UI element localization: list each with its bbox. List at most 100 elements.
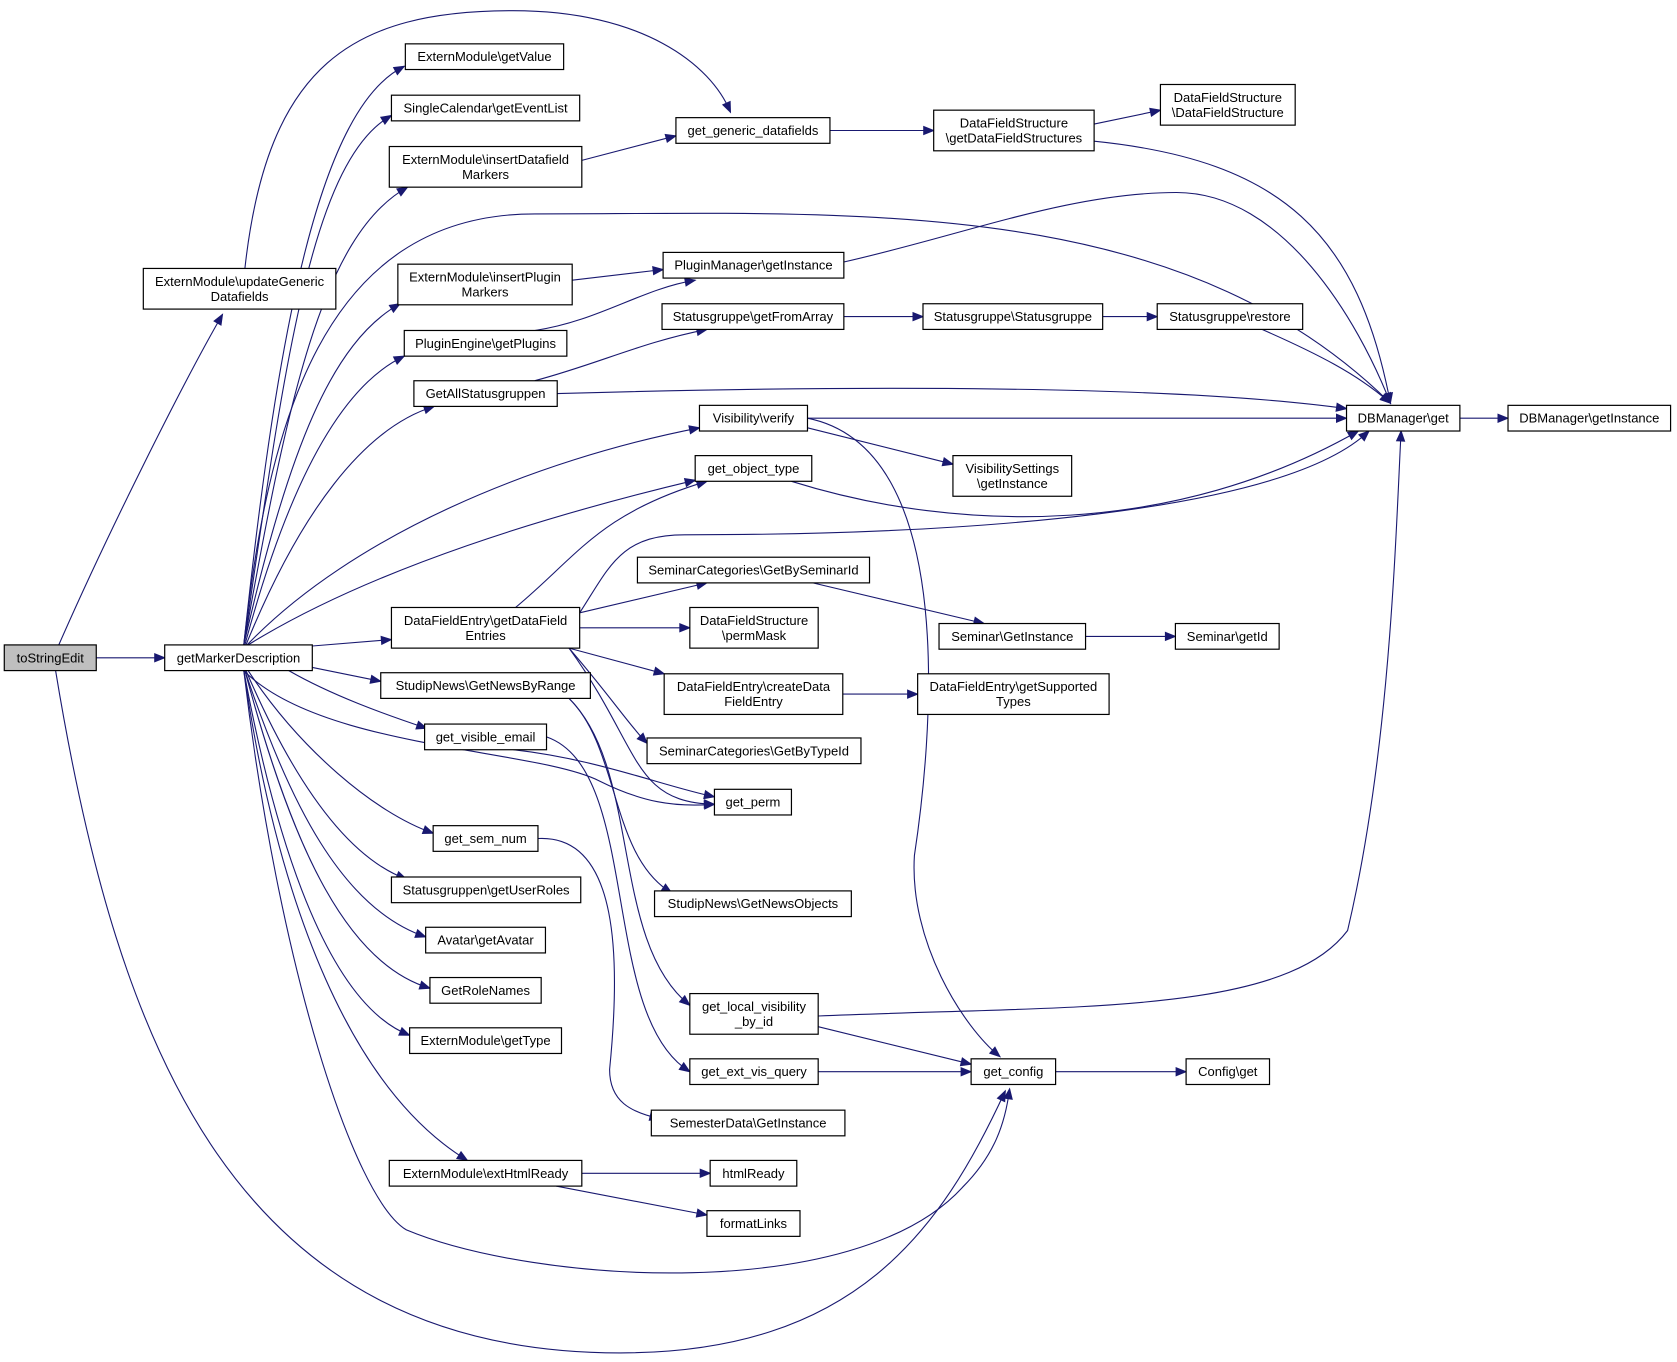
node-box — [689, 1058, 819, 1086]
node-box — [404, 43, 565, 71]
node-box — [1345, 404, 1461, 432]
node-toStringEdit[interactable]: toStringEdit — [3, 644, 97, 672]
node-box — [413, 380, 558, 408]
node-Seminar_getId[interactable]: Seminar\getId — [1174, 622, 1280, 650]
node-GetNewsByRange[interactable]: StudipNews\GetNewsByRange — [380, 672, 591, 699]
node-GetRoleNames[interactable]: GetRoleNames — [429, 976, 542, 1004]
node-label: formatLinks — [720, 1216, 788, 1231]
node-label: SeminarCategories\GetByTypeId — [659, 743, 849, 758]
edge-arrowhead — [421, 825, 435, 835]
edge-getMarkerDescription-to-insertPlugin — [243, 303, 402, 646]
node-box — [706, 1210, 801, 1237]
edge-line — [243, 212, 1391, 645]
node-VS_getInstance[interactable]: VisibilitySettings\getInstance — [952, 455, 1073, 497]
node-DBManager_getInstance[interactable]: DBManager\getInstance — [1507, 404, 1672, 432]
edges-layer — [55, 10, 1510, 1354]
node-permMask[interactable]: DataFieldStructure\permMask — [689, 606, 819, 649]
edge-line — [244, 670, 431, 989]
node-GetByTypeId[interactable]: SeminarCategories\GetByTypeId — [646, 737, 862, 765]
node-GetBySeminarId[interactable]: SeminarCategories\GetBySeminarId — [636, 556, 871, 584]
node-get_perm[interactable]: get_perm — [713, 788, 793, 816]
edge-line — [1093, 109, 1161, 125]
edge-get_ext_vis_query-to-get_config — [818, 1066, 973, 1077]
node-getType[interactable]: ExternModule\getType — [409, 1027, 563, 1055]
edge-arrowhead — [392, 65, 406, 76]
node-label: DataFieldEntry\getDataField — [404, 613, 567, 628]
node-get_object_type[interactable]: get_object_type — [694, 455, 813, 482]
node-box — [1185, 1058, 1271, 1086]
node-Statusgruppe_restore[interactable]: Statusgruppe\restore — [1156, 303, 1304, 331]
edge-getDataFieldStructures-to-DFS_ctor — [1093, 107, 1162, 125]
node-label: Statusgruppe\Statusgruppe — [934, 309, 1092, 324]
node-GetNewsObjects[interactable]: StudipNews\GetNewsObjects — [653, 890, 852, 918]
node-box — [403, 329, 568, 357]
node-get_visible_email[interactable]: get_visible_email — [423, 723, 548, 751]
node-box — [432, 825, 539, 852]
edge-arrowhead — [923, 125, 936, 136]
node-getMarkerDescription[interactable]: getMarkerDescription — [164, 644, 313, 672]
edge-line — [568, 698, 672, 894]
edge-insertDatafield-to-get_generic_datafields — [581, 133, 678, 161]
node-label: VisibilitySettings — [965, 461, 1059, 476]
edge-arrowhead — [683, 478, 697, 488]
node-label: \permMask — [722, 628, 787, 643]
node-Config_get[interactable]: Config\get — [1185, 1058, 1271, 1086]
node-PM_getInstance[interactable]: PluginManager\getInstance — [662, 251, 845, 279]
node-label: get_object_type — [708, 461, 800, 476]
node-DFS_ctor[interactable]: DataFieldStructure\DataFieldStructure — [1159, 83, 1296, 126]
node-getAvatar[interactable]: Avatar\getAvatar — [425, 926, 547, 954]
node-Seminar_GetInstance[interactable]: Seminar\GetInstance — [938, 622, 1087, 650]
node-get_config[interactable]: get_config — [970, 1058, 1057, 1086]
node-box — [388, 145, 583, 188]
node-box — [713, 788, 793, 816]
node-formatLinks[interactable]: formatLinks — [706, 1210, 801, 1237]
node-label: FieldEntry — [724, 694, 783, 709]
node-label: DataFieldEntry\getSupported — [930, 679, 1098, 694]
node-box — [1159, 83, 1296, 126]
edge-line — [243, 670, 1011, 1274]
node-Visibility_verify[interactable]: Visibility\verify — [698, 404, 809, 432]
node-box — [397, 263, 573, 306]
node-label: Entries — [465, 628, 506, 643]
node-getDataFieldStructures[interactable]: DataFieldStructure\getDataFieldStructure… — [933, 109, 1095, 152]
edge-arrowhead — [699, 1168, 712, 1179]
node-box — [390, 876, 582, 904]
node-extHtmlReady[interactable]: ExternModule\extHtmlReady — [388, 1159, 583, 1187]
node-get_ext_vis_query[interactable]: get_ext_vis_query — [689, 1058, 819, 1086]
node-getPlugins[interactable]: PluginEngine\getPlugins — [403, 329, 568, 357]
node-SD_GetInstance[interactable]: SemesterData\GetInstance — [650, 1109, 846, 1137]
node-htmlReady[interactable]: htmlReady — [709, 1159, 798, 1187]
node-getFromArray[interactable]: Statusgruppe\getFromArray — [661, 303, 845, 331]
node-box — [390, 94, 581, 122]
node-get_local_visibility[interactable]: get_local_visibility_by_id — [689, 992, 819, 1035]
edge-arrowhead — [379, 114, 393, 125]
edge-getPlugins-to-PM_getInstance — [534, 277, 697, 332]
node-DBManager_get[interactable]: DBManager\get — [1345, 404, 1461, 432]
node-get_generic_datafields[interactable]: get_generic_datafields — [675, 117, 831, 144]
edge-DataFieldEntries-to-GetByTypeId — [568, 647, 649, 745]
node-GetAllStatusgruppen[interactable]: GetAllStatusgruppen — [413, 380, 558, 408]
edge-getMarkerDescription-to-insertDatafield — [243, 186, 409, 645]
edge-Visibility_verify-to-get_config — [807, 417, 1002, 1058]
edge-arrowhead — [1379, 392, 1392, 405]
node-get_sem_num[interactable]: get_sem_num — [432, 825, 539, 852]
edge-toStringEdit-to-get_config — [55, 670, 1006, 1354]
node-box — [425, 926, 547, 954]
node-box — [390, 606, 581, 649]
node-box — [663, 673, 844, 716]
node-getEventList[interactable]: SingleCalendar\getEventList — [390, 94, 581, 122]
node-Statusgruppe_ctor[interactable]: Statusgruppe\Statusgruppe — [922, 303, 1104, 331]
node-getValue[interactable]: ExternModule\getValue — [404, 43, 565, 71]
node-getUserRoles[interactable]: Statusgruppen\getUserRoles — [390, 876, 582, 904]
edge-line — [818, 1026, 972, 1065]
edge-arrowhead — [1346, 430, 1360, 441]
node-box — [164, 644, 313, 672]
edge-get_local_visibility-to-get_config — [818, 1026, 973, 1067]
